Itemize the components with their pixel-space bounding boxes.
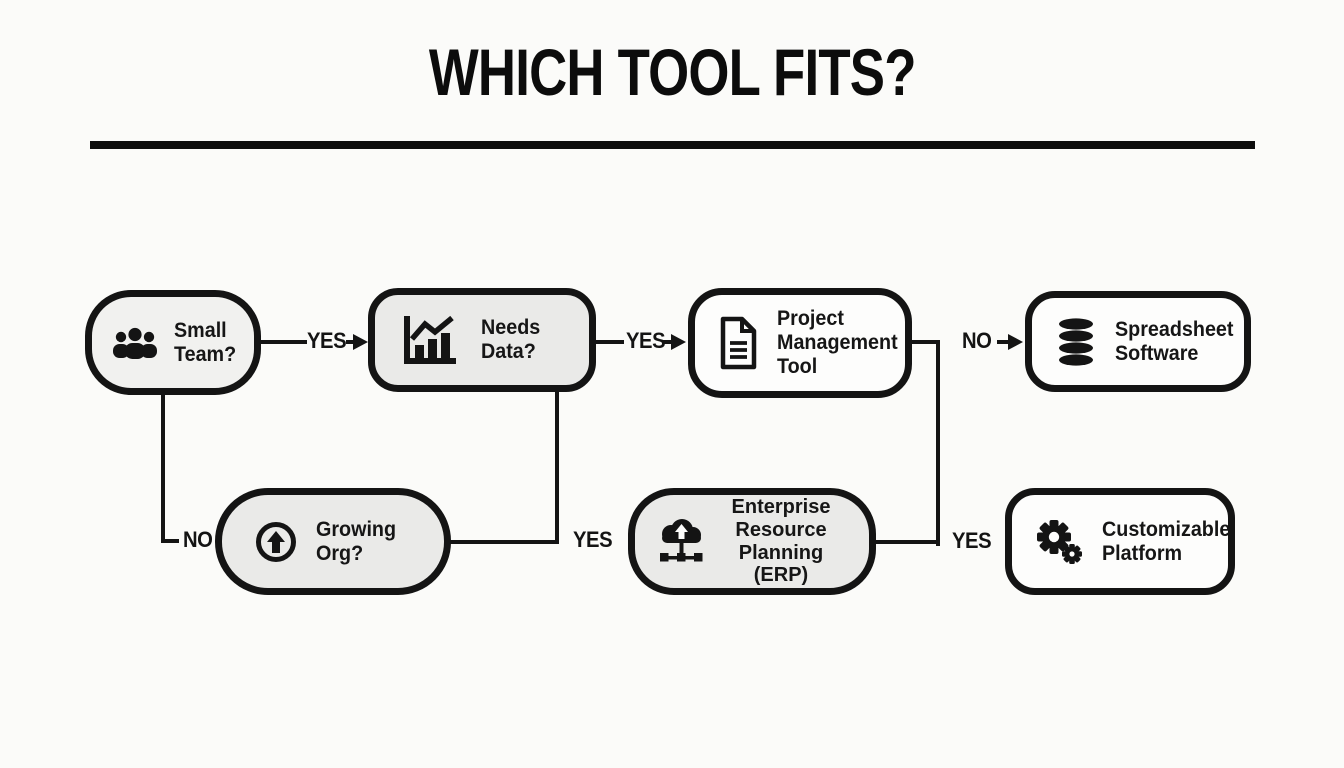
page-title: WHICH TOOL FITS? xyxy=(0,34,1344,110)
node-erp-label: Enterprise Resource Planning (ERP) xyxy=(731,495,831,587)
node-needs-data-label: Needs Data? xyxy=(481,316,541,363)
node-customizable-platform-label: Customizable Platform xyxy=(1102,517,1231,565)
gears-icon xyxy=(1035,518,1083,566)
node-spreadsheet-software: Spreadsheet Software xyxy=(1025,291,1251,392)
connector-erp-right-stub xyxy=(876,540,940,544)
connector-growing-right xyxy=(449,540,559,544)
node-growing-org: Growing Org? xyxy=(215,488,451,595)
page-title-text: WHICH TOOL FITS? xyxy=(428,35,917,109)
connector-no-arrow-tail xyxy=(997,340,1009,344)
connector-small-team-to-yes xyxy=(259,340,307,344)
bar-chart-icon xyxy=(401,313,459,367)
edge-label-right-branch-yes: YES xyxy=(952,528,992,553)
title-divider xyxy=(90,141,1255,149)
connector-pmt-right-stub xyxy=(912,340,940,344)
cloud-network-icon xyxy=(655,518,707,566)
node-small-team: Small Team? xyxy=(85,290,261,395)
node-project-management-tool: Project Management Tool xyxy=(688,288,912,398)
people-icon xyxy=(112,326,158,360)
edge-label-small-team-no: NO xyxy=(183,527,213,552)
node-needs-data: Needs Data? xyxy=(368,288,596,392)
connector-no-stub xyxy=(161,539,179,543)
connector-yes-arrow-tail-2 xyxy=(663,340,673,344)
node-customizable-platform: Customizable Platform xyxy=(1005,488,1235,595)
edge-label-small-team-yes: YES xyxy=(307,328,347,353)
document-icon xyxy=(717,316,759,370)
node-spreadsheet-software-label: Spreadsheet Software xyxy=(1115,317,1234,365)
arrowhead-to-needs-data xyxy=(353,334,368,350)
node-erp: Enterprise Resource Planning (ERP) xyxy=(628,488,876,595)
edge-label-growing-org-yes: YES xyxy=(573,527,613,552)
connector-needs-data-to-yes xyxy=(596,340,624,344)
arrowhead-to-spreadsheet xyxy=(1008,334,1023,350)
database-icon xyxy=(1056,317,1096,367)
edge-label-pmt-no: NO xyxy=(962,328,992,353)
connector-yes-arrow-tail-1 xyxy=(346,340,356,344)
edge-label-needs-data-yes: YES xyxy=(626,328,666,353)
node-small-team-label: Small Team? xyxy=(174,318,237,366)
node-growing-org-label: Growing Org? xyxy=(316,517,397,565)
connector-needs-data-down xyxy=(555,390,559,544)
connector-small-team-down xyxy=(161,393,165,543)
up-arrow-circle-icon xyxy=(254,520,298,564)
node-project-management-tool-label: Project Management Tool xyxy=(777,307,898,378)
arrowhead-to-pmt xyxy=(671,334,686,350)
connector-right-vertical xyxy=(936,340,940,546)
